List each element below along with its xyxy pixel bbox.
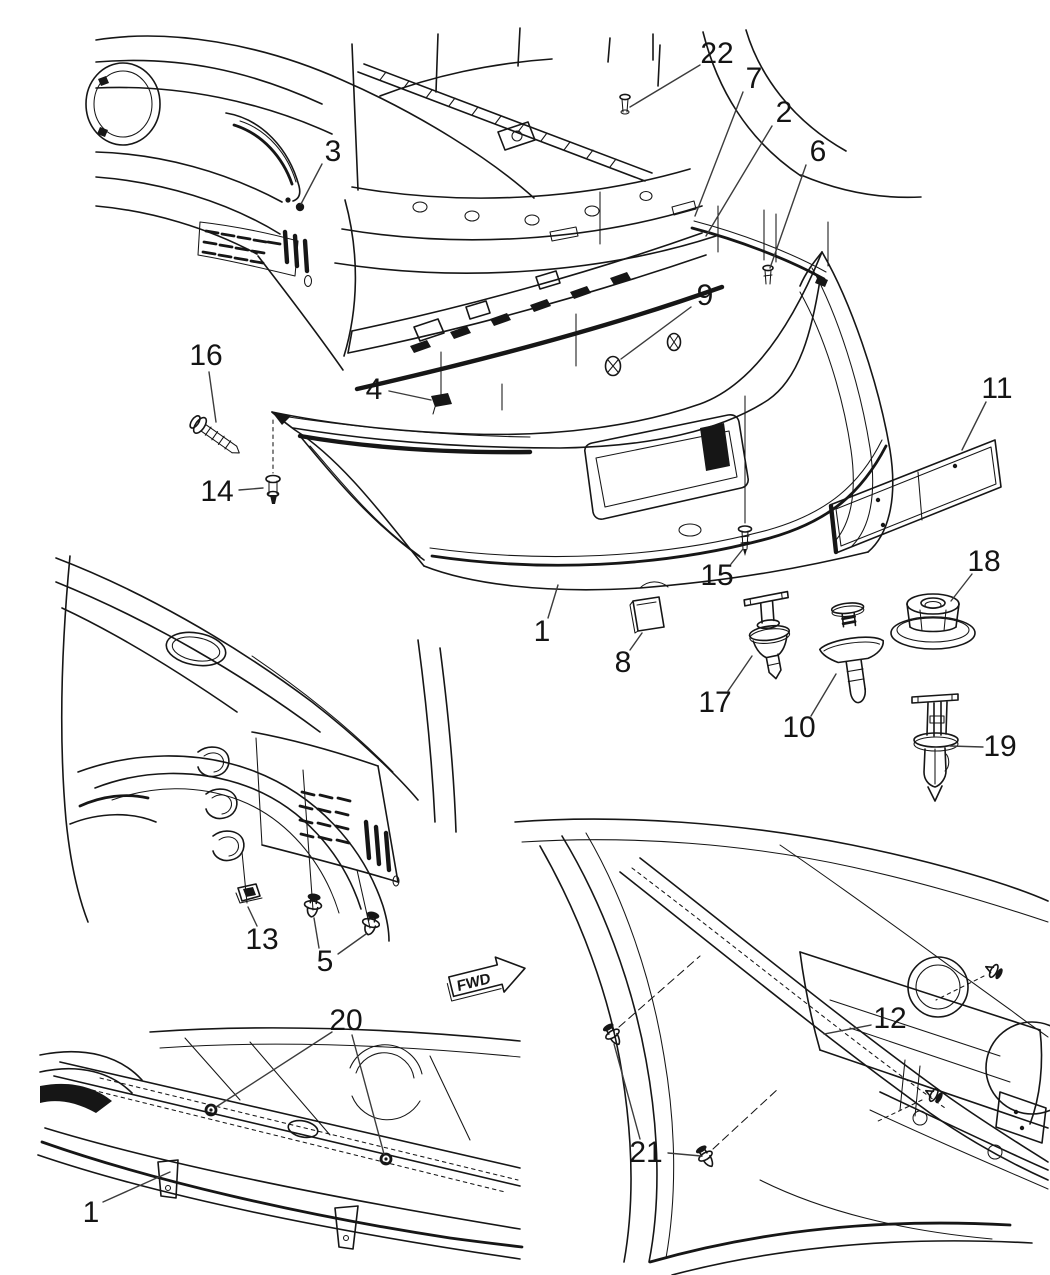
grommet-3	[295, 202, 305, 212]
fascia-tab-a	[157, 1159, 179, 1199]
callout-3: 3	[324, 135, 342, 168]
leader-line-1a	[547, 584, 559, 619]
leader-line-5	[337, 933, 367, 955]
leader-line-5	[313, 917, 320, 949]
fwd-arrow: FWD	[446, 956, 526, 1002]
side-brackets	[197, 746, 245, 862]
screw-14	[265, 419, 281, 504]
callout-16: 16	[189, 339, 223, 372]
leader-line-20	[215, 1031, 333, 1108]
leader-line-12	[823, 1024, 872, 1035]
grommet-20b	[379, 1152, 393, 1166]
callout-6: 6	[809, 135, 827, 168]
body-vent-grille	[197, 221, 313, 288]
screw-15	[737, 525, 753, 556]
ratchet-rivet-19	[911, 693, 959, 802]
leader-line-7	[694, 91, 744, 217]
callout-1a: 1	[533, 615, 551, 648]
license-plate-bracket	[828, 439, 1002, 555]
callout-22: 22	[700, 37, 734, 70]
underbody-rear-view	[514, 818, 1050, 1275]
pin-21b	[695, 1145, 714, 1168]
bumper-fascia	[271, 251, 894, 591]
license-lamp-recess	[700, 423, 730, 471]
quarter-panel-view	[55, 555, 457, 942]
leader-line-2	[705, 125, 773, 237]
callout-2: 2	[775, 96, 793, 129]
leader-line-8	[629, 632, 643, 651]
callout-20: 20	[329, 1004, 363, 1037]
leader-line-13	[247, 906, 258, 927]
leader-line-9	[620, 306, 692, 360]
callout-1b: 1	[82, 1196, 100, 1229]
leader-line-15	[730, 548, 744, 565]
underbody-front-view	[37, 1027, 524, 1260]
bolt-rail-a	[985, 963, 1003, 980]
callout-14: 14	[200, 475, 234, 508]
leader-line-18	[950, 573, 973, 602]
callout-4: 4	[365, 373, 383, 406]
callout-leader-lines	[102, 64, 987, 1203]
push-pin-10	[818, 602, 884, 704]
pin-5b	[361, 911, 381, 936]
clip-4	[431, 393, 452, 415]
callout-7: 7	[745, 62, 763, 95]
leader-line-17	[727, 655, 753, 692]
leader-line-21	[613, 1043, 641, 1140]
tow-eye-cover	[678, 523, 702, 537]
grommets-9	[604, 332, 682, 377]
leader-line-4	[388, 390, 432, 401]
callout-13: 13	[245, 923, 279, 956]
bolt-rail-b	[925, 1087, 943, 1104]
leader-line-20	[351, 1034, 385, 1155]
leader-line-11	[961, 401, 987, 451]
plug-8	[629, 596, 665, 634]
callout-17: 17	[698, 686, 732, 719]
callout-9: 9	[696, 279, 714, 312]
filler-opening	[85, 62, 161, 146]
leader-line-19	[949, 745, 984, 748]
callout-5: 5	[316, 945, 334, 978]
callout-15: 15	[700, 559, 734, 592]
pin-5a	[303, 893, 323, 918]
leader-line-14	[238, 487, 264, 491]
leader-line-16	[208, 371, 217, 423]
leader-line-10	[810, 673, 837, 717]
applique-strip	[690, 220, 828, 287]
push-pin-17	[743, 590, 791, 680]
hardware-items	[629, 590, 976, 802]
callout-18: 18	[967, 545, 1001, 578]
leader-line-1b	[102, 1171, 171, 1203]
leader-line-6	[769, 164, 807, 269]
pin-21a	[602, 1023, 621, 1046]
fascia-tab-b	[334, 1205, 359, 1250]
callout-21: 21	[629, 1136, 663, 1169]
callout-19: 19	[983, 730, 1017, 763]
clip-13	[235, 883, 263, 904]
leader-line-3	[300, 163, 323, 205]
callout-12: 12	[873, 1002, 907, 1035]
leader-line-22	[629, 64, 701, 108]
splash-shield-12	[799, 951, 1050, 1129]
bumper-beam-and-absorber	[347, 232, 725, 392]
callout-8: 8	[614, 646, 632, 679]
leader-line-21	[667, 1152, 702, 1157]
side-vent-grille	[298, 790, 400, 887]
callout-11: 11	[981, 372, 1013, 405]
screw-16	[189, 415, 240, 454]
callout-10: 10	[782, 711, 816, 744]
fuel-door	[165, 631, 227, 667]
grommet-20a	[204, 1103, 218, 1117]
screw-6	[762, 264, 774, 285]
screw-22	[619, 93, 631, 115]
flange-nut-18	[890, 593, 976, 650]
rear-body-view	[85, 27, 1002, 591]
trunk-structure	[334, 27, 922, 274]
